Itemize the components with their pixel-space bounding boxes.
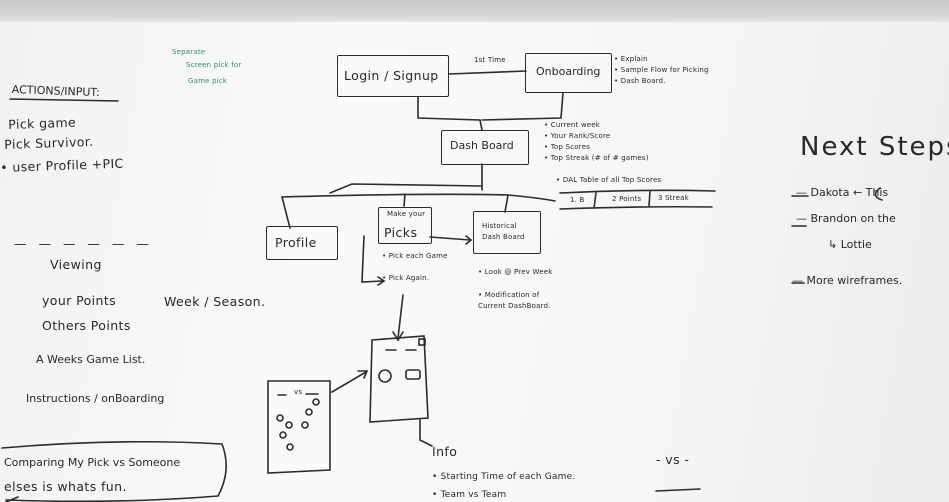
- dashboard-note-1: • Current week: [544, 121, 601, 129]
- onboarding-note-2: • Sample Flow for Picking: [614, 66, 709, 74]
- onboarding-note-1: • Explain: [614, 55, 648, 63]
- whiteboard-frame: [0, 0, 949, 22]
- historical-note-1: • Look @ Prev Week: [478, 268, 553, 276]
- historical-label: Historical Dash Board: [482, 222, 525, 241]
- viewing-item-instructions: Instructions / onBoarding: [26, 392, 165, 405]
- table-cell-1: 1. B: [570, 196, 585, 204]
- dashboard-note-5: • DAL Table of all Top Scores: [556, 176, 662, 184]
- next-steps-item-4: — More wireframes.: [792, 274, 903, 287]
- comparing-line-1: Comparing My Pick vs Someone: [4, 456, 181, 469]
- dashboard-note-4: • Top Streak (# of # games): [544, 154, 649, 162]
- actions-item-2: Pick Survivor.: [4, 133, 94, 152]
- table-cell-2: 2 Points: [612, 195, 642, 203]
- week-season: Week / Season.: [164, 294, 266, 309]
- onboarding-label: Onboarding: [536, 65, 601, 78]
- dashboard-note-3: • Top Scores: [544, 143, 591, 151]
- viewing-item-game-list: A Weeks Game List.: [36, 353, 146, 366]
- teal-note-line-3: Game pick: [188, 77, 228, 85]
- next-steps-title: Next Steps: [800, 132, 949, 162]
- info-item-2: • Team vs Team: [432, 490, 507, 500]
- vs-dash: - vs -: [656, 452, 690, 467]
- picks-note-1: • Pick each Game: [382, 252, 448, 260]
- make-picks-box: Make your Picks: [378, 207, 432, 244]
- profile-box: Profile: [266, 226, 338, 260]
- next-steps-item-3: ↳ Lottie: [828, 238, 872, 251]
- dashboard-note-2: • Your Rank/Score: [544, 132, 611, 140]
- historical-note-2: • Modification of Current DashBoard.: [478, 291, 551, 310]
- viewing-item-your-points: your Points: [42, 293, 117, 308]
- make-picks-small-label: Make your: [387, 210, 426, 218]
- onboarding-box: Onboarding: [525, 53, 612, 93]
- dashboard-label: Dash Board: [450, 139, 514, 152]
- onboarding-note-3: • Dash Board.: [614, 77, 666, 85]
- first-time-label: 1st Time: [474, 56, 506, 64]
- info-item-1: • Starting Time of each Game.: [432, 472, 576, 482]
- teal-note-line-2: Screen pick for: [186, 61, 242, 69]
- login-signup-label: Login / Signup: [344, 68, 439, 83]
- next-steps-item-2: — Brandon on the: [796, 212, 896, 225]
- comparing-line-2: elses is whats fun.: [4, 479, 127, 494]
- picks-note-2: • Pick Again.: [382, 274, 430, 282]
- viewing-title: Viewing: [50, 257, 102, 272]
- dash-separator: — — — — — —: [14, 236, 153, 251]
- next-steps-item-1: — Dakota ← This: [796, 186, 889, 199]
- table-cell-3: 3 Streak: [658, 194, 689, 202]
- info-title: Info: [432, 444, 458, 459]
- viewing-item-others-points: Others Points: [42, 318, 131, 333]
- profile-label: Profile: [275, 235, 317, 250]
- make-picks-label: Picks: [384, 225, 418, 240]
- actions-item-1: Pick game: [8, 114, 77, 132]
- teal-note-line-1: Separate: [172, 48, 206, 56]
- game-list-vs: vs: [294, 388, 303, 396]
- dashboard-box: Dash Board: [441, 130, 529, 165]
- login-signup-box: Login / Signup: [337, 55, 449, 97]
- historical-box: Historical Dash Board: [473, 211, 541, 254]
